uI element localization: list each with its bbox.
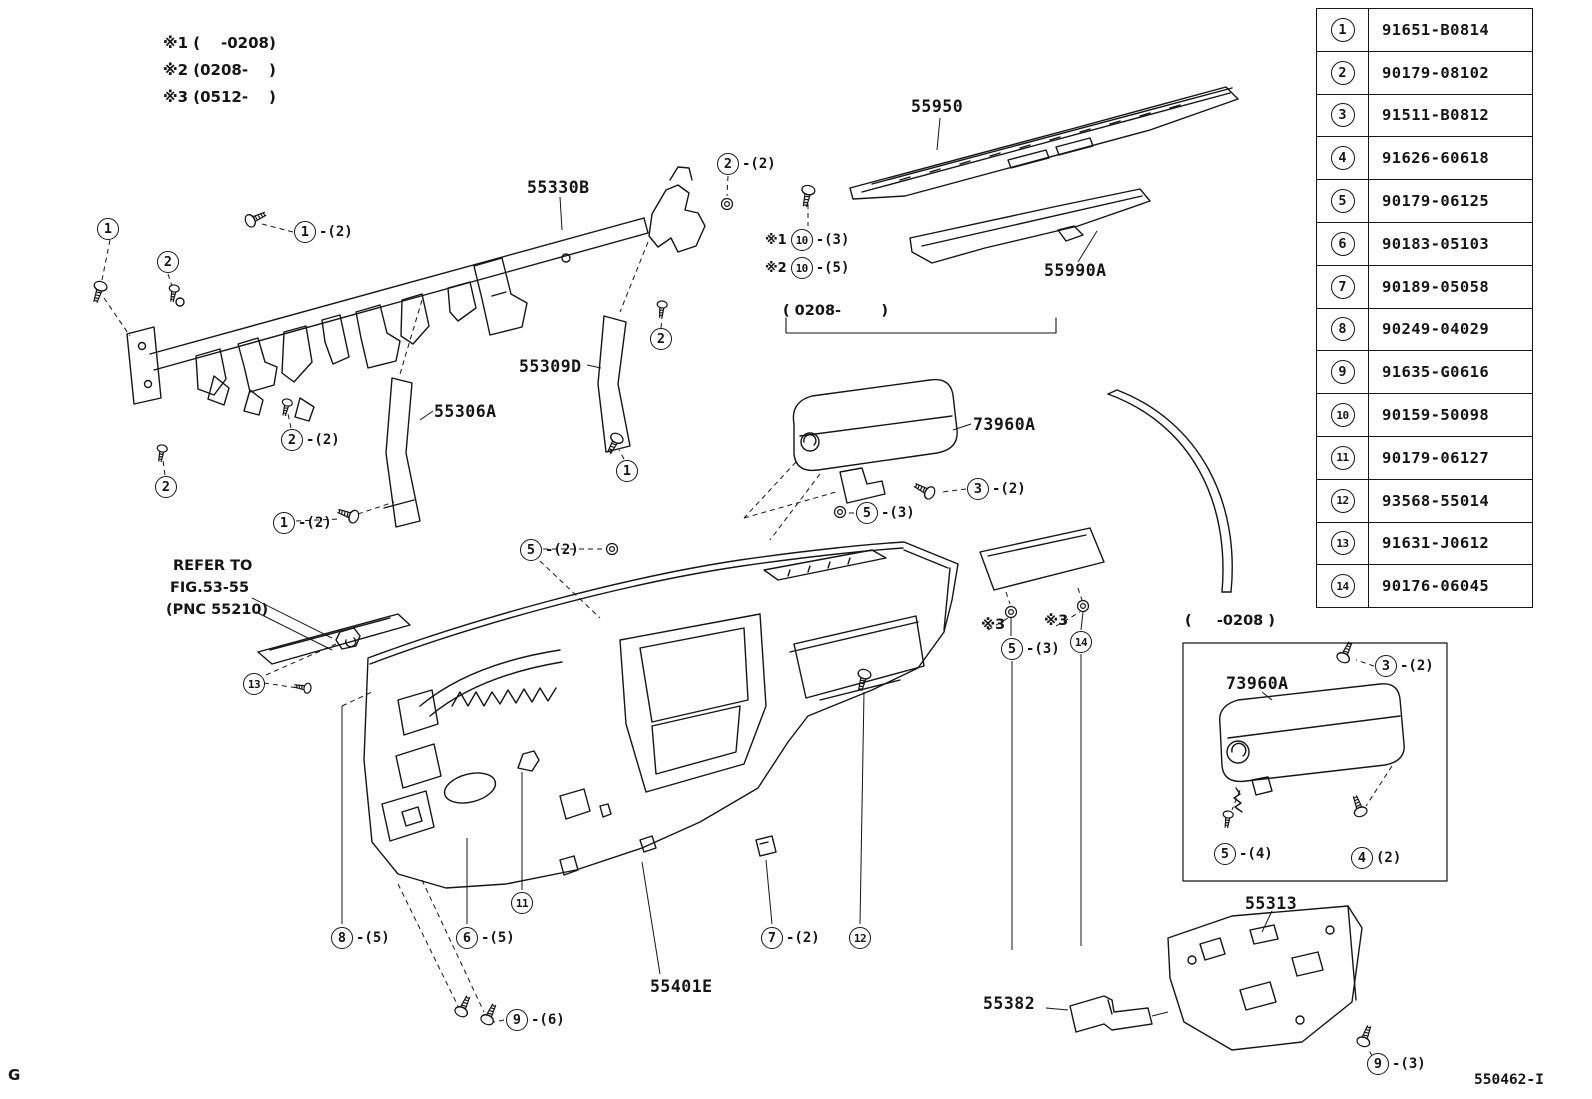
ref-number-circle: 2 (1330, 60, 1355, 85)
parts-table-row[interactable]: 3 91511-B0812 (1316, 93, 1533, 138)
parts-table-row[interactable]: 9 91635-G0616 (1316, 350, 1533, 395)
parts-table: 1 91651-B0814 2 90179-08102 3 91511-B0812 4 916… (1316, 8, 1533, 609)
part-ref-cell: 11 (1316, 435, 1369, 480)
part-number-cell: 93568-55014 (1368, 478, 1533, 523)
part-number-cell: 91626-60618 (1368, 136, 1533, 181)
ref-number-circle: 9 (1330, 360, 1355, 385)
part-ref-cell: 10 (1316, 393, 1369, 437)
part-ref-cell: 1 (1316, 8, 1369, 52)
ref-number-circle: 8 (1330, 317, 1355, 342)
ref-number-circle: 1 (1330, 17, 1355, 42)
parts-table-row[interactable]: 1 91651-B0814 (1316, 8, 1533, 52)
part-ref-cell: 5 (1316, 179, 1369, 223)
page-code: G (8, 1066, 21, 1084)
ref-number-circle: 5 (1330, 189, 1355, 214)
part-number-cell: 90176-06045 (1368, 564, 1533, 609)
note-line-3: ※3 (0512- ) (163, 88, 276, 106)
part-ref-cell: 4 (1316, 136, 1369, 181)
note-line-1: ※1 ( -0208) (163, 34, 276, 52)
part-number-cell: 90179-06125 (1368, 179, 1533, 223)
parts-table-row[interactable]: 10 90159-50098 (1316, 393, 1533, 437)
part-ref-cell: 7 (1316, 264, 1369, 309)
part-number-cell: 91511-B0812 (1368, 93, 1533, 138)
part-ref-cell: 2 (1316, 50, 1369, 95)
ref-number-circle: 3 (1330, 103, 1355, 128)
note-line-2: ※2 (0208- ) (163, 61, 276, 79)
parts-table-row[interactable]: 11 90179-06127 (1316, 435, 1533, 480)
parts-table-row[interactable]: 4 91626-60618 (1316, 136, 1533, 181)
parts-table-row[interactable]: 2 90179-08102 (1316, 50, 1533, 95)
part-number-cell: 90179-08102 (1368, 50, 1533, 95)
notes-block: ※1 ( -0208) ※2 (0208- ) ※3 (0512- ) (163, 30, 276, 111)
ref-number-circle: 6 (1330, 231, 1355, 256)
parts-table-row[interactable]: 12 93568-55014 (1316, 478, 1533, 523)
ref-number-circle: 12 (1330, 488, 1355, 513)
part-ref-cell: 9 (1316, 350, 1369, 395)
part-number-cell: 91635-G0616 (1368, 350, 1533, 395)
parts-table-row[interactable]: 5 90179-06125 (1316, 179, 1533, 223)
part-ref-cell: 12 (1316, 478, 1369, 523)
part-ref-cell: 14 (1316, 564, 1369, 609)
drawing-number: 550462-I (1474, 1072, 1544, 1088)
ref-number-circle: 13 (1330, 531, 1355, 556)
part-ref-cell: 3 (1316, 93, 1369, 138)
parts-table-row[interactable]: 7 90189-05058 (1316, 264, 1533, 309)
part-number-cell: 90179-06127 (1368, 435, 1533, 480)
part-number-cell: 90249-04029 (1368, 307, 1533, 352)
part-number-cell: 90159-50098 (1368, 393, 1533, 437)
ref-number-circle: 11 (1330, 445, 1355, 470)
ref-number-circle: 7 (1330, 274, 1355, 299)
part-ref-cell: 13 (1316, 521, 1369, 566)
parts-table-row[interactable]: 6 90183-05103 (1316, 221, 1533, 266)
parts-table-body: 1 91651-B0814 2 90179-08102 3 91511-B0812 4 916… (1316, 8, 1533, 609)
part-number-cell: 90183-05103 (1368, 221, 1533, 266)
part-number-cell: 90189-05058 (1368, 264, 1533, 309)
parts-table-row[interactable]: 14 90176-06045 (1316, 564, 1533, 609)
ref-number-circle: 10 (1330, 403, 1355, 428)
part-ref-cell: 6 (1316, 221, 1369, 266)
part-number-cell: 91651-B0814 (1368, 8, 1533, 52)
ref-number-circle: 4 (1330, 146, 1355, 171)
parts-table-row[interactable]: 8 90249-04029 (1316, 307, 1533, 352)
parts-table-row[interactable]: 13 91631-J0612 (1316, 521, 1533, 566)
part-ref-cell: 8 (1316, 307, 1369, 352)
ref-number-circle: 14 (1330, 574, 1355, 599)
part-number-cell: 91631-J0612 (1368, 521, 1533, 566)
